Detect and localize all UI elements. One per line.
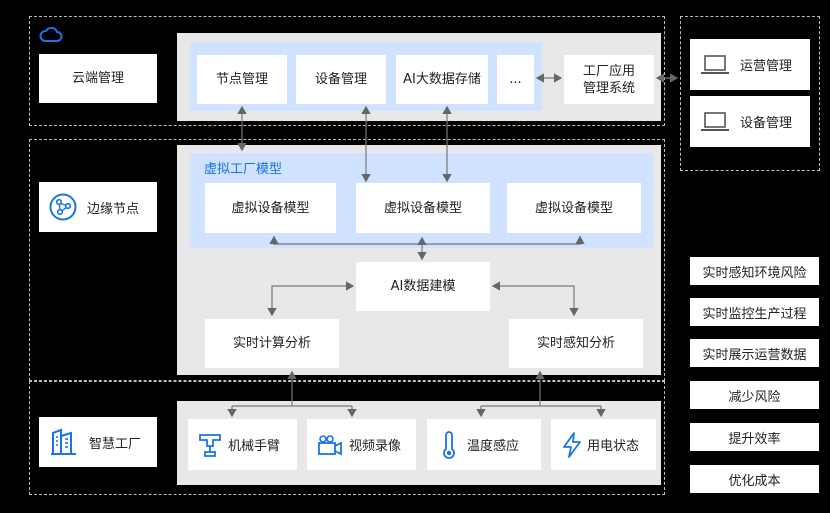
device-power: 用电状态 xyxy=(551,419,656,470)
device-video: 视频录像 xyxy=(307,419,416,470)
terminal-device-label: 设备管理 xyxy=(740,116,793,131)
cloud-layer-border xyxy=(29,16,665,126)
virtual-device-model-1: 虚拟设备模型 xyxy=(205,183,336,233)
device-management-box: 设备管理 xyxy=(296,55,386,104)
video-camera-icon xyxy=(317,433,343,457)
laptop-icon xyxy=(700,111,730,133)
more-modules-box: ... xyxy=(497,55,534,104)
benefit-1: 实时感知环境风险 xyxy=(690,257,819,285)
terminal-device: 设备管理 xyxy=(690,96,810,147)
virtual-device-model-2: 虚拟设备模型 xyxy=(356,183,490,233)
benefit-6: 优化成本 xyxy=(690,465,819,493)
virtual-factory-title: 虚拟工厂模型 xyxy=(204,162,283,177)
factory-building-icon xyxy=(49,427,79,457)
smart-factory-label: 智慧工厂 xyxy=(89,436,142,452)
virtual-device-model-3: 虚拟设备模型 xyxy=(507,183,641,233)
terminal-operations: 运营管理 xyxy=(690,39,810,90)
terminal-group-border xyxy=(680,16,820,171)
smart-factory-label-box: 智慧工厂 xyxy=(39,417,157,467)
lightning-icon xyxy=(561,431,583,459)
device-power-label: 用电状态 xyxy=(587,439,640,454)
node-management-box: 节点管理 xyxy=(197,55,287,104)
factory-app-system-box: 工厂应用 管理系统 xyxy=(564,55,654,104)
device-temperature: 温度感应 xyxy=(427,419,541,470)
cloud-management-label: 云端管理 xyxy=(39,54,157,103)
ai-bigdata-storage-box: AI大数据存储 xyxy=(396,55,488,104)
device-robot-arm: 机械手臂 xyxy=(188,419,297,470)
realtime-compute-box: 实时计算分析 xyxy=(205,319,339,368)
device-robot-arm-label: 机械手臂 xyxy=(228,439,281,454)
device-video-label: 视频录像 xyxy=(349,439,402,454)
realtime-sense-box: 实时感知分析 xyxy=(509,319,643,368)
device-temperature-label: 温度感应 xyxy=(467,439,520,454)
laptop-icon xyxy=(700,54,730,76)
benefit-4: 减少风险 xyxy=(690,381,819,409)
ai-data-modeling-box: AI数据建模 xyxy=(356,262,490,311)
factory-layer-border xyxy=(29,381,665,495)
thermometer-icon xyxy=(441,430,457,459)
edge-node-label-box: 边缘节点 xyxy=(39,182,157,232)
robot-arm-icon xyxy=(198,432,222,458)
benefit-2: 实时监控生产过程 xyxy=(690,298,819,326)
cloud-icon xyxy=(38,25,64,45)
edge-node-label: 边缘节点 xyxy=(87,201,140,217)
terminal-operations-label: 运营管理 xyxy=(740,59,793,74)
benefit-5: 提升效率 xyxy=(690,423,819,451)
benefit-3: 实时展示运营数据 xyxy=(690,339,819,367)
edge-layer-border xyxy=(29,139,665,381)
network-node-icon xyxy=(49,193,77,221)
